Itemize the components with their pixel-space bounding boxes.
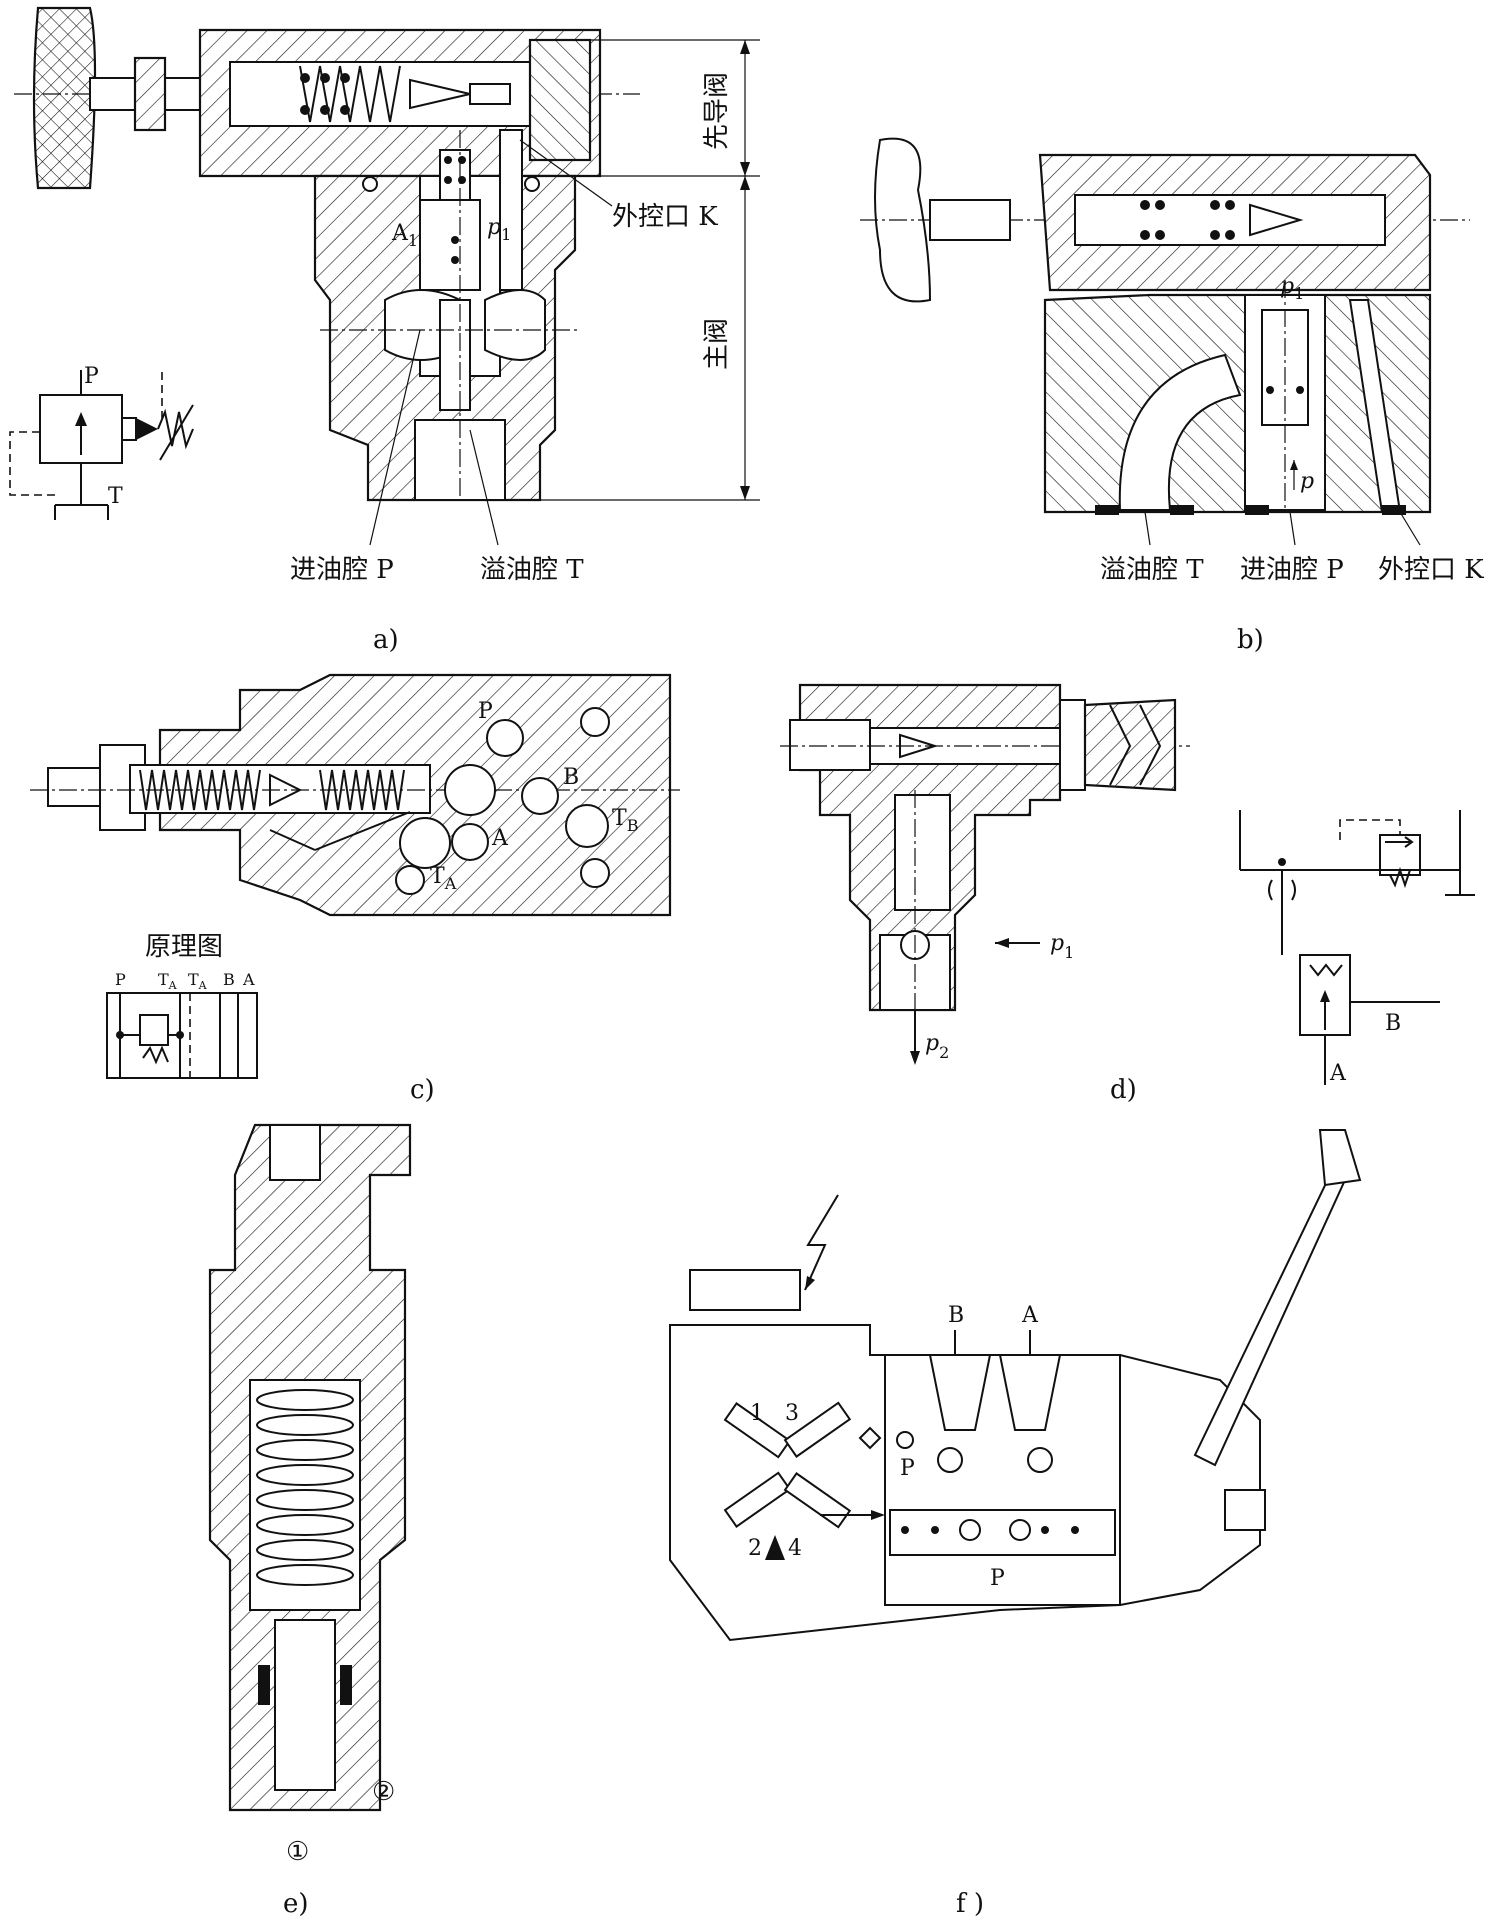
port-a-f: A <box>1021 1303 1039 1328</box>
mark-2-e: ② <box>372 1777 395 1807</box>
spring-c <box>139 769 405 811</box>
port-p-c: P <box>478 699 493 724</box>
schematic-ta1: TA <box>158 970 178 992</box>
svg-text:1: 1 <box>750 1401 764 1426</box>
caption-a: a) <box>373 625 399 655</box>
pilot-spring-b <box>1140 200 1235 240</box>
mark-1-e: ① <box>286 1837 309 1867</box>
ext-port-k-label-b: 外控口 K <box>1378 555 1484 585</box>
port-b-f: B <box>948 1303 964 1328</box>
port-b-d: B <box>1385 1011 1401 1036</box>
relief-symbol-a: P T <box>9 364 194 520</box>
caption-e: e) <box>283 1889 309 1919</box>
port-ta-c: TA <box>430 864 457 893</box>
panel-f: B A P P 1 3 2 4 f ) <box>669 1129 1362 1919</box>
overflow-t-label-b: 溢油腔 T <box>1100 555 1204 585</box>
svg-text:B: B <box>223 970 235 989</box>
symbol-d: B A <box>1239 810 1475 1086</box>
svg-text:4: 4 <box>788 1536 802 1561</box>
ext-port-k-label-a: 外控口 K <box>612 202 718 232</box>
schematic-title-c: 原理图 <box>145 932 223 962</box>
port-tb-c: TB <box>612 806 638 835</box>
symbol-t-a: T <box>108 484 123 509</box>
port-b-c: B <box>563 765 579 790</box>
panel-e: ① ② e) <box>208 1123 412 1919</box>
spring-e <box>256 1389 354 1586</box>
port-p-f: P <box>900 1456 915 1481</box>
port-a-d: A <box>1329 1061 1347 1086</box>
symbol-p-a: P <box>84 364 99 389</box>
a1-label: A1 <box>391 221 418 250</box>
lever-f <box>1193 1173 1347 1467</box>
panel-b: p1 p 溢油腔 T 进油腔 P 外控口 K b) <box>860 137 1484 655</box>
svg-text:2: 2 <box>748 1536 762 1561</box>
p1-label-b: p1 <box>1280 274 1304 303</box>
caption-f: f ) <box>956 1889 984 1919</box>
p-label-b: p <box>1300 469 1314 494</box>
schematic-ta2: TA <box>188 970 208 992</box>
pilot-spring-a <box>299 65 401 123</box>
svg-text:P: P <box>115 970 126 989</box>
p2-label-d: p2 <box>925 1031 949 1062</box>
panel-c: P B TB A TA 原理图 P TA TA B A c) <box>30 673 680 1105</box>
inlet-p-label-b: 进油腔 P <box>1240 555 1344 585</box>
main-valve-label: 主阀 <box>702 318 732 370</box>
port-a-c: A <box>491 826 509 851</box>
pilot-cross-f: 1 3 2 4 <box>723 1401 885 1561</box>
handwheel-a <box>32 6 97 190</box>
panel-a: 先导阀 主阀 外控口 K A1 p1 进油腔 P 溢油腔 T P T <box>9 6 760 655</box>
p1-label-d: p1 <box>1050 931 1074 962</box>
caption-b: b) <box>1237 625 1264 655</box>
port-p2-f: P <box>990 1566 1005 1591</box>
p1-label-a: p1 <box>487 215 511 244</box>
svg-text:A: A <box>242 970 255 989</box>
panel-d: p1 p2 B A d) <box>780 683 1475 1105</box>
pilot-valve-label: 先导阀 <box>702 72 732 150</box>
caption-c: c) <box>410 1075 435 1105</box>
caption-d: d) <box>1110 1075 1137 1105</box>
overflow-t-label-a: 溢油腔 T <box>480 555 584 585</box>
schematic-c: P TA TA B A <box>106 970 258 1079</box>
svg-text:3: 3 <box>785 1401 799 1426</box>
inlet-p-label-a: 进油腔 P <box>290 555 394 585</box>
